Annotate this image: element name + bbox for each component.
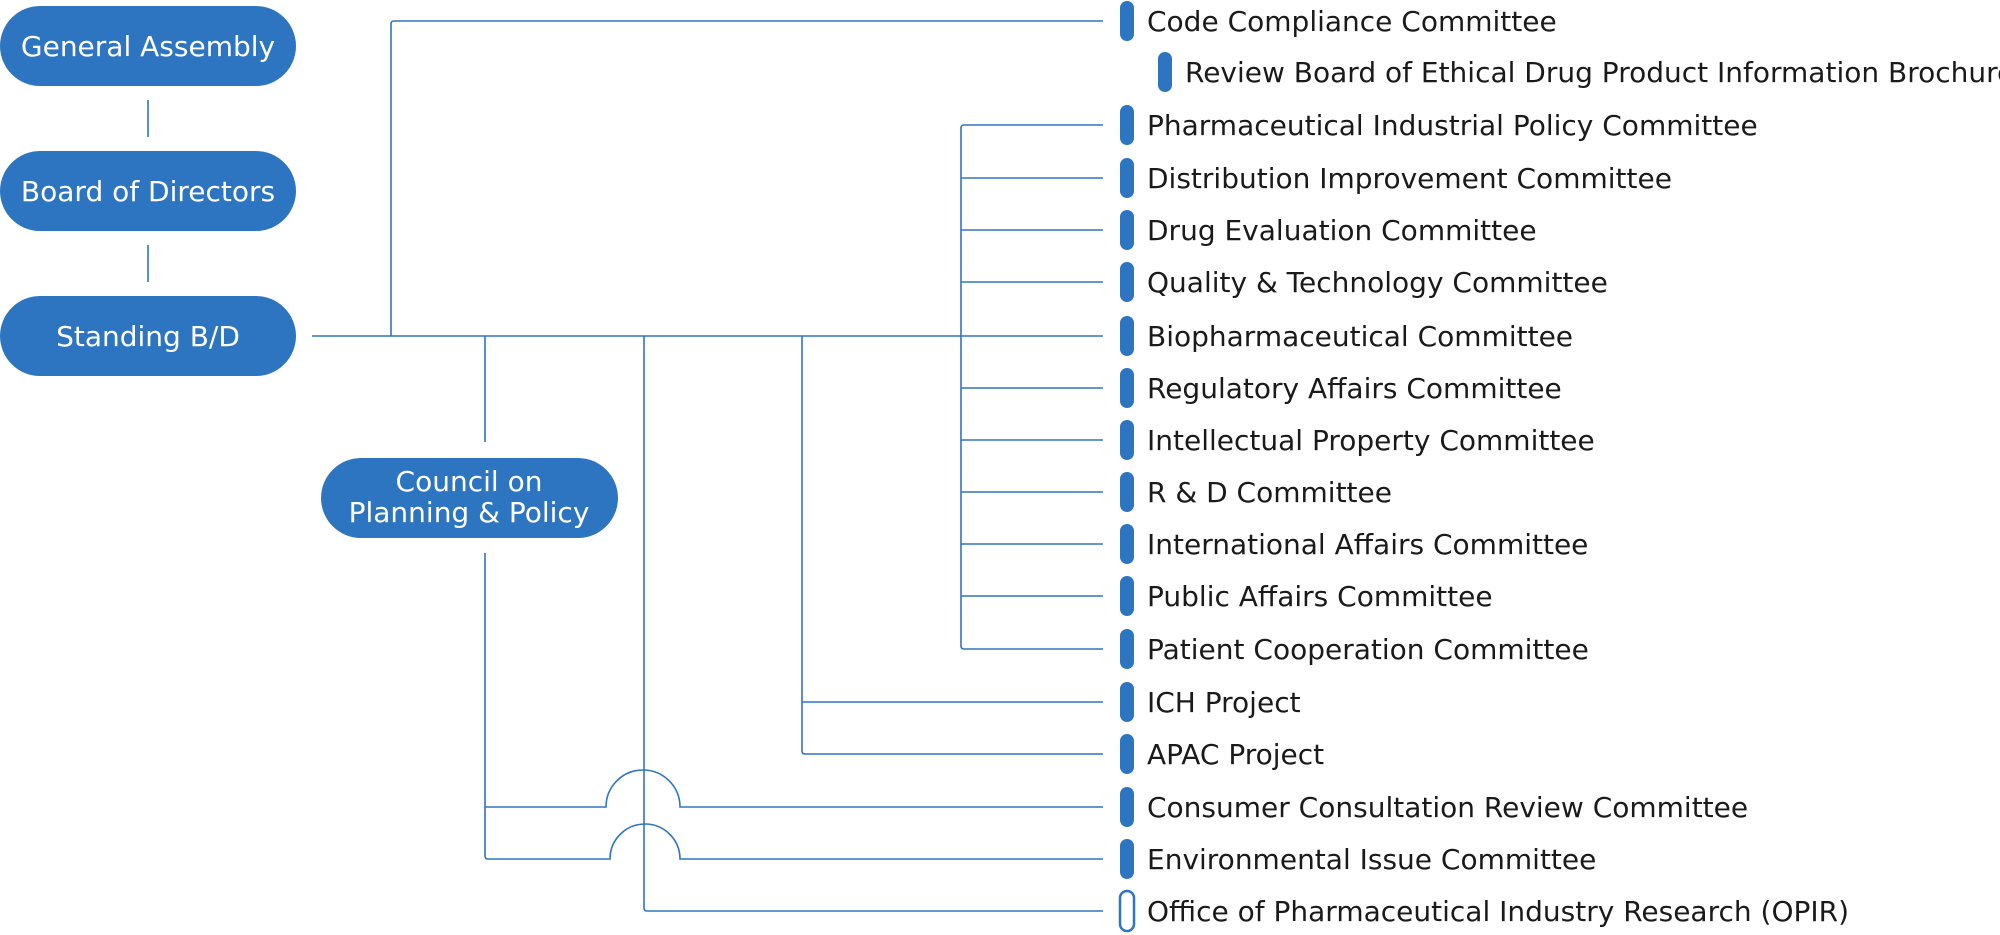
item-marker bbox=[1158, 52, 1172, 92]
committee-item: Distribution Improvement Committee bbox=[1120, 158, 1672, 198]
item-label: Patient Cooperation Committee bbox=[1147, 633, 1589, 666]
item-label: Intellectual Property Committee bbox=[1147, 424, 1595, 457]
item-label: APAC Project bbox=[1147, 738, 1324, 771]
item-label: Review Board of Ethical Drug Product Inf… bbox=[1185, 56, 2000, 89]
item-label: Office of Pharmaceutical Industry Resear… bbox=[1147, 895, 1849, 928]
item-marker bbox=[1120, 210, 1134, 250]
committee-item: Quality & Technology Committee bbox=[1120, 262, 1608, 302]
item-label: Consumer Consultation Review Committee bbox=[1147, 791, 1748, 824]
item-label: R & D Committee bbox=[1147, 476, 1392, 509]
general-assembly-label: General Assembly bbox=[21, 30, 275, 63]
council-label-line2: Planning & Policy bbox=[349, 496, 590, 529]
standing-bd-node: Standing B/D bbox=[0, 296, 296, 376]
committee-item: Intellectual Property Committee bbox=[1120, 420, 1595, 460]
standing-bd-label: Standing B/D bbox=[56, 320, 240, 353]
item-label: Environmental Issue Committee bbox=[1147, 843, 1596, 876]
item-marker bbox=[1120, 105, 1134, 145]
item-label: Pharmaceutical Industrial Policy Committ… bbox=[1147, 109, 1758, 142]
board-of-directors-node: Board of Directors bbox=[0, 151, 296, 231]
committee-item: Biopharmaceutical Committee bbox=[1120, 316, 1573, 356]
item-label: International Affairs Committee bbox=[1147, 528, 1588, 561]
committee-item: Public Affairs Committee bbox=[1120, 576, 1493, 616]
committee-item: Consumer Consultation Review Committee bbox=[1120, 787, 1748, 827]
committee-item: ICH Project bbox=[1120, 682, 1301, 722]
item-marker bbox=[1120, 420, 1134, 460]
item-marker bbox=[1120, 262, 1134, 302]
item-marker bbox=[1120, 682, 1134, 722]
item-marker bbox=[1120, 734, 1134, 774]
item-label: Regulatory Affairs Committee bbox=[1147, 372, 1562, 405]
item-label: Distribution Improvement Committee bbox=[1147, 162, 1672, 195]
committee-item: Pharmaceutical Industrial Policy Committ… bbox=[1120, 105, 1758, 145]
item-marker bbox=[1120, 629, 1134, 669]
committee-item: APAC Project bbox=[1120, 734, 1324, 774]
item-label: ICH Project bbox=[1147, 686, 1301, 719]
board-of-directors-label: Board of Directors bbox=[21, 175, 275, 208]
item-marker bbox=[1120, 316, 1134, 356]
item-marker bbox=[1120, 576, 1134, 616]
item-marker bbox=[1120, 472, 1134, 512]
item-label: Quality & Technology Committee bbox=[1147, 266, 1608, 299]
council-label-line1: Council on bbox=[396, 465, 543, 498]
item-marker bbox=[1120, 787, 1134, 827]
committee-item: Office of Pharmaceutical Industry Resear… bbox=[1118, 889, 1849, 933]
committee-item: Review Board of Ethical Drug Product Inf… bbox=[1158, 52, 2000, 92]
item-label: Biopharmaceutical Committee bbox=[1147, 320, 1573, 353]
item-marker bbox=[1120, 158, 1134, 198]
item-label: Drug Evaluation Committee bbox=[1147, 214, 1537, 247]
item-marker bbox=[1120, 839, 1134, 879]
council-node: Council on Planning & Policy bbox=[321, 458, 618, 538]
committee-item: Drug Evaluation Committee bbox=[1120, 210, 1537, 250]
committee-item: R & D Committee bbox=[1120, 472, 1392, 512]
committee-item: Regulatory Affairs Committee bbox=[1120, 368, 1562, 408]
item-label: Code Compliance Committee bbox=[1147, 5, 1557, 38]
item-marker bbox=[1120, 368, 1134, 408]
connector-lines bbox=[312, 20, 1103, 912]
item-label: Public Affairs Committee bbox=[1147, 580, 1493, 613]
item-marker bbox=[1120, 1, 1134, 41]
general-assembly-node: General Assembly bbox=[0, 6, 296, 86]
committee-item: Environmental Issue Committee bbox=[1120, 839, 1596, 879]
committee-item: Patient Cooperation Committee bbox=[1120, 629, 1589, 669]
committee-item: International Affairs Committee bbox=[1120, 524, 1588, 564]
item-marker bbox=[1120, 524, 1134, 564]
item-marker bbox=[1118, 889, 1136, 933]
committee-item: Code Compliance Committee bbox=[1120, 1, 1557, 41]
